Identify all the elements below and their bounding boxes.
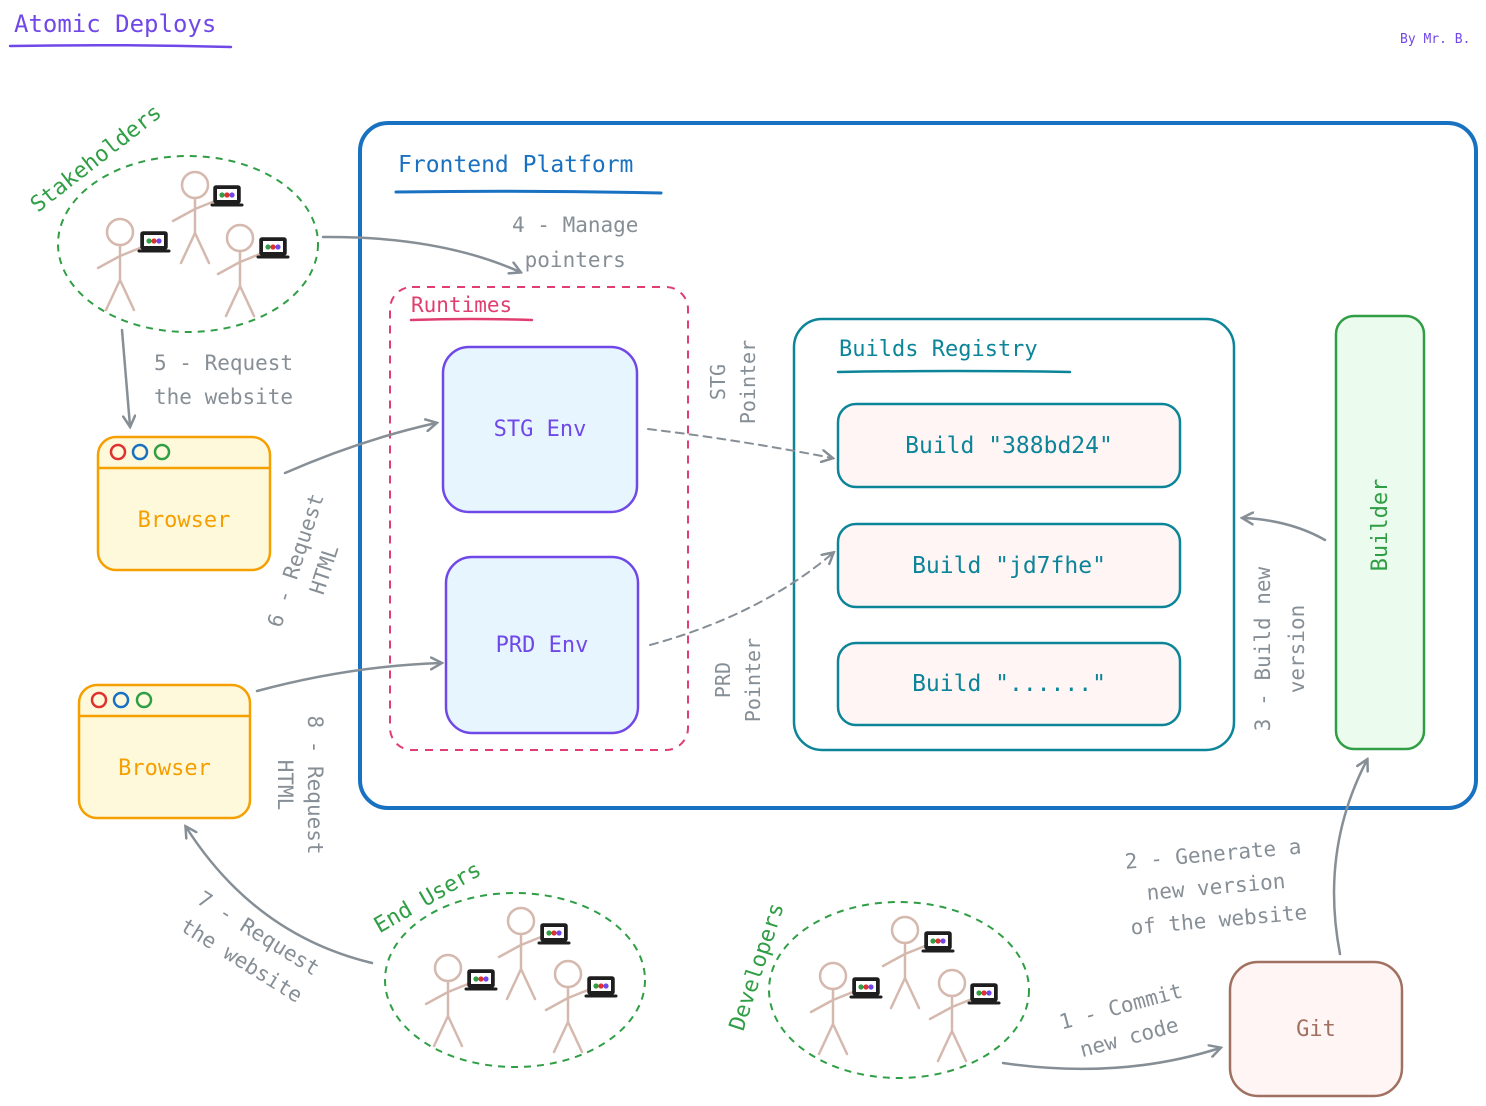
- stg-pointer-line-1: STG: [706, 363, 730, 401]
- step-5-line-1: 5 - Request: [154, 351, 294, 375]
- browser-label-1: Browser: [137, 507, 231, 533]
- arrow-build-new-version: [1243, 518, 1327, 542]
- builder-label: Builder: [1365, 415, 1395, 635]
- arrow-request-html-prd: [255, 663, 441, 693]
- build-label-1: Build "388bd24": [905, 432, 1113, 459]
- runtimes-underline: [409, 317, 534, 322]
- browser-window-1: [96, 435, 272, 572]
- git-box: [1228, 960, 1404, 1098]
- arrow-commit-code: [1001, 1048, 1220, 1071]
- build-label-2: Build "jd7fhe": [912, 552, 1106, 579]
- step-4-line-1: 4 - Manage: [512, 213, 639, 237]
- stg-env-label: STG Env: [493, 417, 587, 442]
- builder-box: [1334, 314, 1426, 751]
- prd-pointer-line-1: PRD: [711, 661, 735, 699]
- arrow-request-html-stg: [283, 423, 436, 475]
- runtimes-title: Runtimes: [411, 293, 513, 317]
- arrow-prd-pointer: [649, 553, 833, 646]
- platform-title-underline: [394, 189, 663, 195]
- build-box-3: [836, 641, 1182, 727]
- build-label-3: Build "......": [912, 671, 1106, 697]
- arrow-generate-version: [1332, 760, 1367, 956]
- arrow-request-website-stakeholders: [120, 328, 130, 426]
- step-8-label: 8 - Request HTML: [270, 710, 330, 860]
- arrow-manage-pointers: [321, 235, 520, 272]
- step-5-label: 5 - Request the website: [154, 346, 293, 414]
- developers-group: [768, 901, 1030, 1079]
- browser-window-2: [77, 683, 252, 820]
- frontend-platform-container: [358, 121, 1478, 810]
- prd-pointer-label: PRD Pointer: [708, 620, 768, 740]
- page-title: Atomic Deploys: [14, 10, 217, 38]
- build-box-1: [836, 402, 1182, 489]
- arrow-stg-pointer: [647, 428, 832, 458]
- stg-env-box: [441, 345, 639, 514]
- step-3-line-1: 3 - Build new: [1251, 566, 1275, 732]
- git-label: Git: [1296, 1016, 1336, 1042]
- prd-pointer-line-2: Pointer: [741, 637, 765, 723]
- step-8-line-1: 8 - Request: [303, 715, 327, 855]
- step-3-label: 3 - Build new version: [1246, 559, 1314, 739]
- stg-pointer-label: STG Pointer: [703, 327, 763, 437]
- registry-title: Builds Registry: [839, 337, 1038, 362]
- platform-title: Frontend Platform: [398, 152, 634, 178]
- registry-underline: [836, 369, 1072, 374]
- step-4-line-2: pointers: [524, 248, 626, 272]
- arrow-request-website-end-users: [186, 827, 374, 965]
- end-users-group: [384, 892, 646, 1068]
- author-credit: By Mr. B.: [1400, 32, 1471, 47]
- title-underline: [8, 43, 233, 49]
- prd-env-box: [444, 555, 640, 735]
- step-5-line-2: the website: [154, 385, 294, 409]
- build-box-2: [836, 522, 1182, 609]
- step-3-line-2: version: [1285, 604, 1309, 694]
- runtimes-container: [389, 286, 689, 751]
- stakeholders-group: [57, 155, 319, 333]
- step-8-line-2: HTML: [273, 759, 297, 811]
- browser-label-2: Browser: [118, 755, 211, 781]
- step-2-label: 2 - Generate a new version of the websit…: [1102, 829, 1330, 947]
- builds-registry-container: [792, 317, 1236, 752]
- step-4-label: 4 - Manage pointers: [512, 208, 638, 278]
- prd-env-label: PRD Env: [495, 632, 589, 658]
- stg-pointer-line-2: Pointer: [736, 339, 760, 425]
- builder-label-text: Builder: [1367, 478, 1393, 572]
